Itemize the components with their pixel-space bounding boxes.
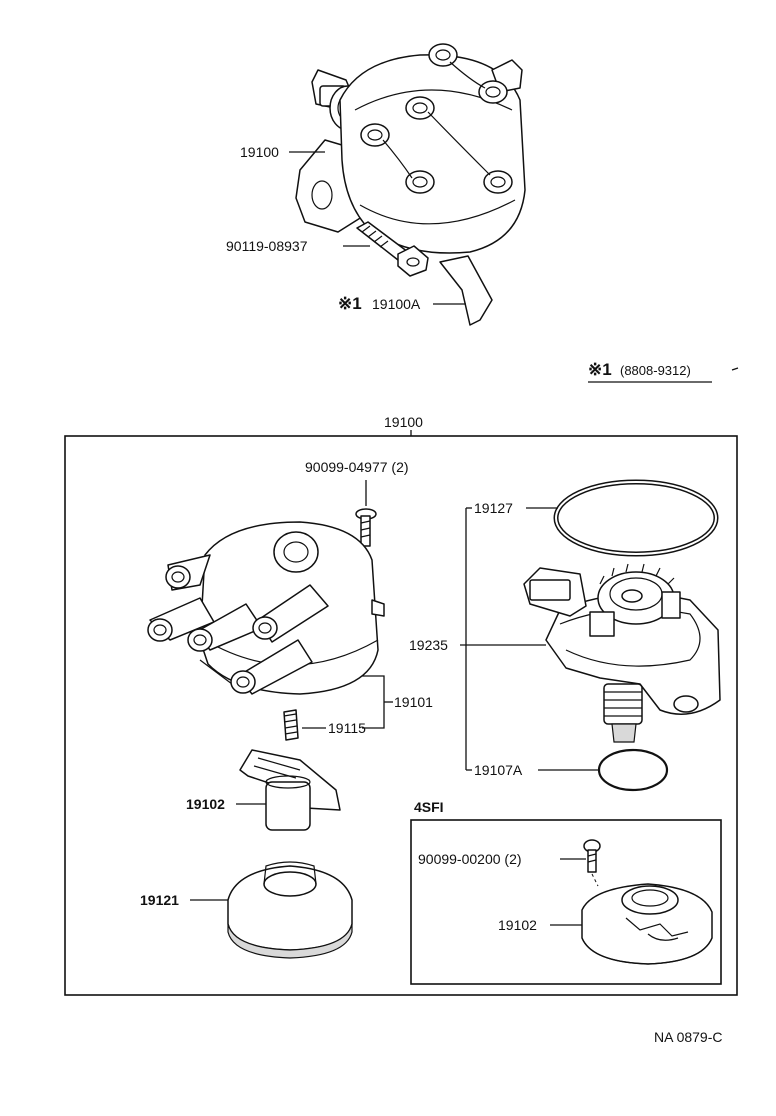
distributor-cap-drawing xyxy=(147,521,385,695)
label-19102: 19102 xyxy=(186,796,225,812)
diagram-code: NA 0879-C xyxy=(654,1029,722,1045)
label-19235: 19235 xyxy=(409,637,448,653)
distributor-assembly-drawing xyxy=(295,43,526,326)
rotor-screw-drawing xyxy=(583,839,601,887)
cap-towers xyxy=(360,43,513,194)
housing-drawing xyxy=(523,563,721,743)
cap-screw-drawing xyxy=(355,508,377,547)
note-range: (8808-9312) xyxy=(620,363,691,378)
breakdown-title: 19100 xyxy=(384,414,423,430)
breakdown-frame xyxy=(64,435,738,996)
label-19121: 19121 xyxy=(140,892,179,908)
cover-strip-drawing xyxy=(439,255,493,326)
label-19115: 19115 xyxy=(328,720,366,736)
label-19100A: 19100A xyxy=(372,296,421,312)
label-19127: 19127 xyxy=(474,500,513,516)
oring-small-drawing xyxy=(597,748,669,792)
variant-rotor-drawing xyxy=(581,883,713,965)
label-90119-08937: 90119-08937 xyxy=(226,238,308,254)
variant-title: 4SFI xyxy=(414,799,444,815)
label-19100-top: 19100 xyxy=(240,144,279,160)
note-marker-top: ※1 xyxy=(338,294,362,313)
note-marker: ※1 xyxy=(588,360,612,379)
label-19107A: 19107A xyxy=(474,762,523,778)
label-19101: 19101 xyxy=(394,694,433,710)
bolt-drawing xyxy=(356,221,429,277)
dust-cover-drawing xyxy=(227,861,353,959)
variant-frame xyxy=(410,819,722,985)
label-90099-04977: 90099-04977 (2) xyxy=(305,459,409,475)
tick-mark xyxy=(731,367,739,371)
label-19102-4sfi: 19102 xyxy=(498,917,537,933)
label-90099-00200: 90099-00200 (2) xyxy=(418,851,522,867)
spring-drawing xyxy=(283,709,299,741)
rotor-drawing xyxy=(239,749,341,831)
